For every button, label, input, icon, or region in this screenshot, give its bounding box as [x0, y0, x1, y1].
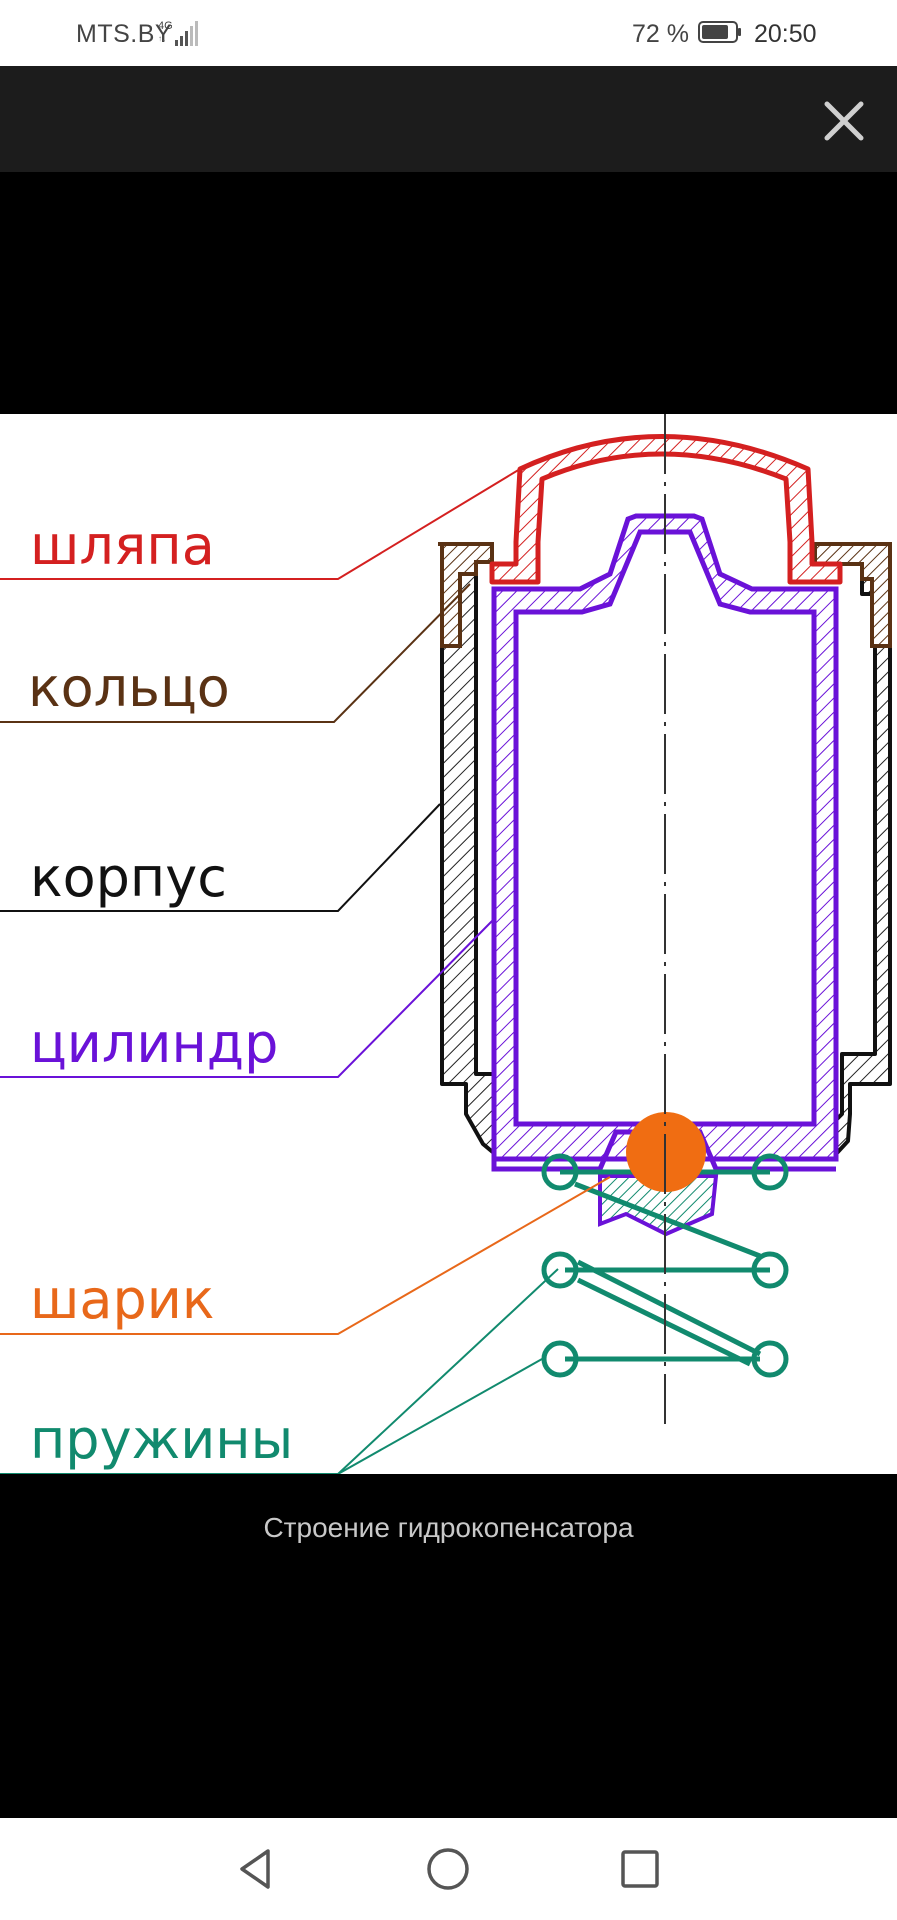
label-ball: шарик — [30, 1268, 215, 1331]
svg-text:↑↓: ↑↓ — [158, 34, 166, 43]
battery-icon — [698, 21, 741, 43]
clock: 20:50 — [754, 20, 817, 48]
home-icon[interactable] — [424, 1845, 472, 1893]
battery-percent: 72 % — [632, 20, 689, 48]
label-body: корпус — [30, 846, 227, 909]
carrier-name: MTS.BY — [76, 20, 173, 48]
cap-part — [489, 434, 843, 585]
diagram-image[interactable]: шляпа кольцо корпус цилиндр шарик пружин… — [0, 414, 897, 1474]
label-cylinder: цилиндр — [30, 1012, 278, 1075]
system-nav-bar — [0, 1818, 897, 1920]
hydraulic-lifter-diagram: шляпа кольцо корпус цилиндр шарик пружин… — [0, 414, 892, 1474]
label-hat: шляпа — [30, 514, 215, 577]
recents-icon[interactable] — [616, 1845, 664, 1893]
leader-lines — [0, 468, 611, 1474]
label-springs: пружины — [30, 1408, 293, 1471]
status-bar: MTS.BY 4G ↑↓ 72 % 20:50 — [0, 0, 897, 66]
close-icon[interactable] — [815, 92, 873, 150]
network-type: 4G — [158, 20, 173, 32]
back-icon[interactable] — [232, 1845, 280, 1893]
signal-icon: 4G ↑↓ — [158, 20, 198, 46]
viewer-toolbar — [0, 66, 897, 172]
image-caption: Строение гидрокопенсатора — [263, 1512, 634, 1543]
label-ring: кольцо — [28, 656, 230, 719]
ring-part — [438, 542, 494, 648]
